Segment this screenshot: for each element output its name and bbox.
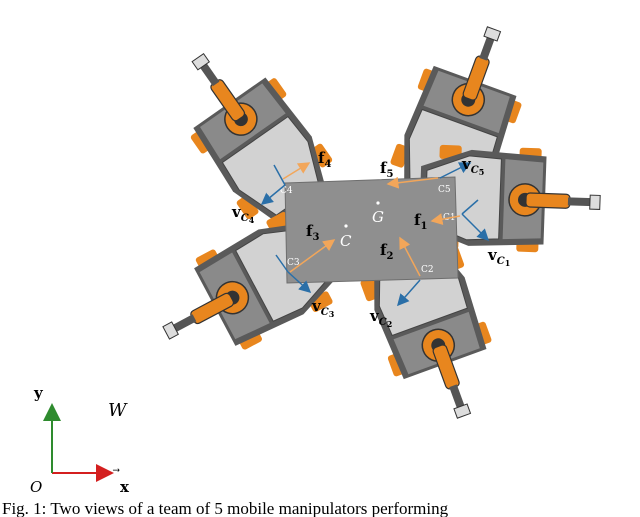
velocity-label-3: vC3 xyxy=(311,297,335,319)
velocity-arrow-4b xyxy=(273,164,286,186)
force-label-3: f3 xyxy=(306,222,319,243)
force-label-2: f2 xyxy=(380,241,393,262)
y-axis-label: y xyxy=(33,384,44,402)
velocity-label-1: vC1 xyxy=(487,246,510,268)
centroid-label: C xyxy=(340,232,352,250)
velocity-arrow-5 xyxy=(439,162,472,179)
grasp-center-dot xyxy=(376,201,380,205)
velocity-arrow-2 xyxy=(397,279,421,307)
velocity-arrow-1 xyxy=(461,213,490,242)
force-label-4: f4 xyxy=(318,149,331,170)
velocity-arrow-4 xyxy=(260,184,286,205)
origin-label: O xyxy=(30,478,42,496)
contact-label-2: C2 xyxy=(421,265,434,275)
force-label-1: f1 xyxy=(414,211,427,232)
force-arrow-4 xyxy=(282,162,311,180)
force-arrow-5 xyxy=(386,176,439,189)
contact-label-5: C5 xyxy=(438,185,451,195)
contact-label-1: C4 xyxy=(280,186,293,196)
force-arrow-3 xyxy=(289,239,336,273)
velocity-label-5: vC5 xyxy=(461,155,484,177)
velocity-arrow-3 xyxy=(287,271,312,294)
force-label-5: f5 xyxy=(380,159,393,180)
velocity-arrow-3b xyxy=(275,254,289,273)
figure-caption: Fig. 1: Two views of a team of 5 mobile … xyxy=(2,499,449,517)
velocity-label-2: vC2 xyxy=(369,307,392,329)
grasp-center-label: G xyxy=(372,208,384,226)
force-arrow-1 xyxy=(430,213,461,226)
velocity-label-4: vC4 xyxy=(231,203,255,225)
force-arrow-2 xyxy=(399,236,421,277)
contact-label-3: C3 xyxy=(287,258,300,268)
x-axis-label: x xyxy=(120,478,130,496)
centroid-dot xyxy=(344,224,348,228)
world-frame-label: W xyxy=(108,400,128,421)
x-axis-vec-mark: ⃗ xyxy=(112,468,120,472)
velocity-arrow-1b xyxy=(461,199,479,215)
